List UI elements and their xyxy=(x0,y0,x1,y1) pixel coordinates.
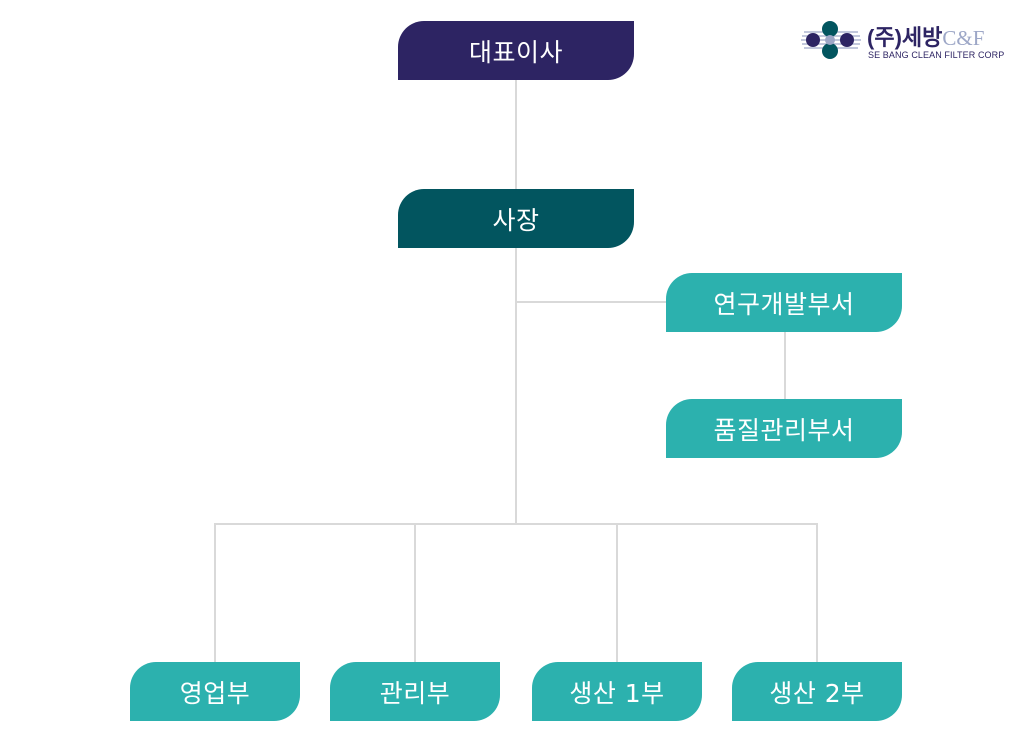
logo-company-main: (주)세방 xyxy=(867,25,943,50)
logo-subtitle: SE BANG CLEAN FILTER CORP xyxy=(868,50,1005,60)
rnd-node: 연구개발부서 xyxy=(666,273,902,332)
sales-dept-node: 영업부 xyxy=(130,662,300,721)
logo-company-suffix: C&F xyxy=(942,26,985,50)
qc-node: 품질관리부서 xyxy=(666,399,902,458)
connector-rnd-qc xyxy=(784,332,786,400)
production2-dept-node: 생산 2부 xyxy=(732,662,902,721)
president-node: 사장 xyxy=(398,189,634,248)
logo-mark-icon xyxy=(801,21,861,59)
ceo-node: 대표이사 xyxy=(398,21,634,80)
connector-ceo-president xyxy=(515,80,517,190)
connector-dept-2 xyxy=(414,524,416,663)
connector-dept-4 xyxy=(816,524,818,663)
connector-dept-bus xyxy=(214,523,818,525)
admin-dept-node: 관리부 xyxy=(330,662,500,721)
logo-company-name: (주)세방C&F xyxy=(867,20,984,52)
connector-rnd-branch xyxy=(516,301,668,303)
production1-dept-node: 생산 1부 xyxy=(532,662,702,721)
company-logo: (주)세방C&F SE BANG CLEAN FILTER CORP xyxy=(800,18,1006,66)
connector-dept-1 xyxy=(214,524,216,663)
connector-president-trunk xyxy=(515,248,517,525)
connector-dept-3 xyxy=(616,524,618,663)
